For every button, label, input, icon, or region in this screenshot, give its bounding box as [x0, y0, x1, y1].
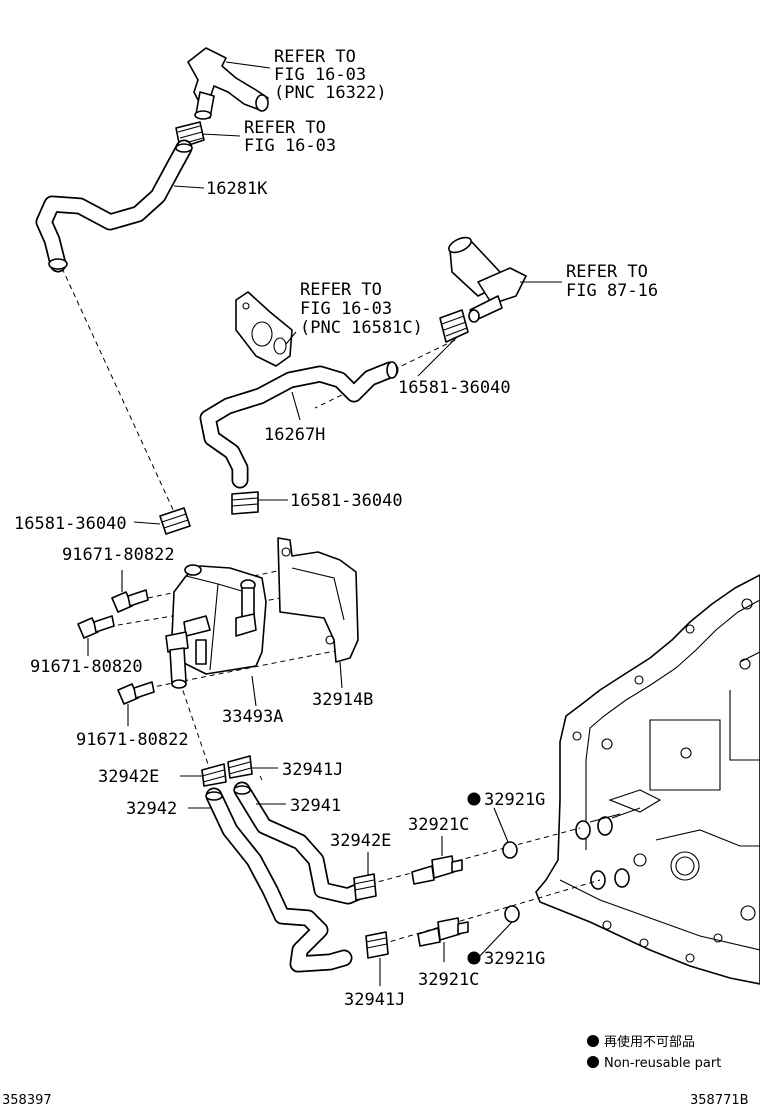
hose-clamp-32942e-left [201, 763, 227, 787]
svg-text:FIG 16-03: FIG 16-03 [244, 136, 336, 156]
label-91671-80822-top: 91671-80822 [62, 545, 175, 565]
label-16281k: 16281K [206, 179, 268, 199]
svg-text:REFER TO: REFER TO [274, 47, 356, 67]
label-16581-36040-top: 16581-36040 [398, 378, 511, 398]
hose-clamp-32941j-top [227, 755, 253, 779]
transmission-case [535, 574, 760, 985]
oil-cooler-33493a [165, 564, 267, 689]
hose-16267h [199, 361, 399, 489]
legend: 再使用不可部品 Non-reusable part [587, 1034, 721, 1071]
svg-text:FIG 16-03: FIG 16-03 [300, 299, 392, 319]
bracket-32914b [277, 537, 359, 663]
svg-text:REFER TO: REFER TO [300, 280, 382, 300]
callout-refer-1603: REFER TO FIG 16-03 [244, 118, 336, 156]
label-33493a: 33493A [222, 707, 283, 727]
label-91671-80822-bot: 91671-80822 [76, 730, 189, 750]
hose-clamp-32941j-bot [365, 931, 389, 959]
hose-clamp-16581-left [159, 507, 191, 535]
label-32921g-top: 32921G [467, 790, 545, 810]
legend-en: Non-reusable part [604, 1056, 721, 1071]
o-ring-32921g-top [502, 841, 518, 859]
label-32942e-right: 32942E [330, 831, 391, 851]
legend-bullet-icon [587, 1035, 599, 1047]
footer-left-id: 358397 [2, 1093, 52, 1108]
label-32914b: 32914B [312, 690, 373, 710]
o-ring-32921g-bot [504, 905, 520, 923]
svg-text:32921G: 32921G [484, 949, 545, 969]
label-32921c-bot: 32921C [418, 970, 479, 990]
legend-bullet-icon [587, 1056, 599, 1068]
svg-text:FIG 87-16: FIG 87-16 [566, 281, 658, 301]
union-32921c-bot [417, 917, 469, 947]
hose-32942 [205, 787, 353, 973]
label-16581-36040-left: 16581-36040 [14, 514, 127, 534]
bolt-91671-80822-top [111, 589, 149, 613]
sensor-fitting [448, 236, 527, 323]
bolt-91671-80820 [77, 615, 115, 639]
hose-clamp-32942e-right [353, 873, 377, 901]
svg-text:FIG 16-03: FIG 16-03 [274, 65, 366, 85]
label-32942: 32942 [126, 799, 177, 819]
hose-32941 [233, 781, 371, 905]
label-16267h: 16267H [264, 425, 325, 445]
label-32921c-top: 32921C [408, 815, 469, 835]
legend-jp: 再使用不可部品 [604, 1034, 695, 1050]
svg-text:32921G: 32921G [484, 790, 545, 810]
label-32942e-left: 32942E [98, 767, 159, 787]
footer-right-id: 358771B [690, 1093, 749, 1108]
svg-text:REFER TO: REFER TO [244, 118, 326, 138]
callout-refer-16581c: REFER TO FIG 16-03 (PNC 16581C) [300, 280, 423, 338]
callout-refer-16322: REFER TO FIG 16-03 (PNC 16322) [274, 47, 387, 103]
hose-16281k [35, 139, 193, 273]
hose-clamp-16581-mid [231, 491, 259, 515]
union-32921c-top [411, 855, 463, 885]
label-91671-80820: 91671-80820 [30, 657, 143, 677]
callout-refer-8716: REFER TO FIG 87-16 [566, 262, 658, 301]
leader-lines [87, 61, 562, 986]
gasket [235, 291, 293, 367]
label-16581-36040-mid: 16581-36040 [290, 491, 403, 511]
label-32941: 32941 [290, 796, 341, 816]
label-32941j-top: 32941J [282, 760, 343, 780]
bolt-91671-80822-bot [117, 681, 155, 705]
svg-text:(PNC 16581C): (PNC 16581C) [300, 318, 423, 338]
label-32921g-bot: 32921G [467, 949, 545, 969]
svg-text:REFER TO: REFER TO [566, 262, 648, 282]
hose-clamp-16581-upper [439, 309, 469, 343]
water-pipe-fitting [187, 47, 269, 120]
label-32941j-bot: 32941J [344, 990, 405, 1010]
svg-text:(PNC 16322): (PNC 16322) [274, 83, 387, 103]
